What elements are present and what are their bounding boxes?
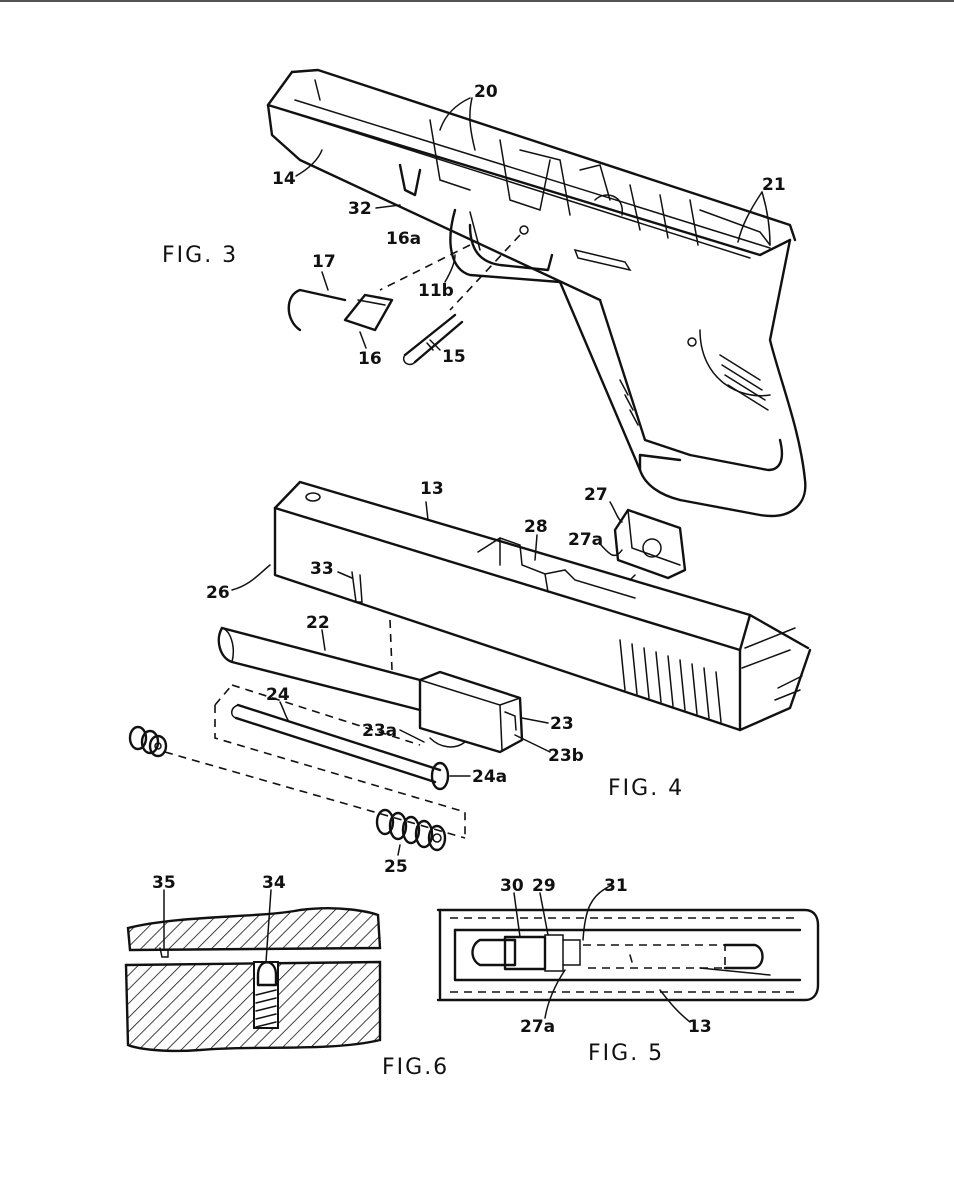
label-29: 29 — [532, 876, 556, 896]
caption-fig5: FIG. 5 — [588, 1041, 664, 1066]
label-22: 22 — [306, 613, 330, 633]
label-28: 28 — [524, 517, 548, 537]
label-26: 26 — [206, 583, 230, 603]
label-14: 14 — [272, 169, 296, 189]
fig4-slide-drawing — [128, 480, 812, 852]
label-25: 25 — [384, 857, 408, 877]
label-23b: 23b — [548, 746, 584, 766]
label-15: 15 — [442, 347, 466, 367]
caption-fig4: FIG. 4 — [608, 776, 684, 801]
label-34: 34 — [262, 873, 286, 893]
fig5-section-drawing — [436, 908, 820, 1002]
label-27: 27 — [584, 485, 608, 505]
label-11b: 11b — [418, 281, 454, 301]
label-30: 30 — [500, 876, 524, 896]
label-27a-bottom: 27a — [520, 1017, 555, 1037]
label-24: 24 — [266, 685, 290, 705]
caption-fig3: FIG. 3 — [162, 243, 238, 268]
label-35: 35 — [152, 873, 176, 893]
label-23: 23 — [550, 714, 574, 734]
label-24a: 24a — [472, 767, 507, 787]
label-33: 33 — [310, 559, 334, 579]
label-13-bottom: 13 — [688, 1017, 712, 1037]
reference-labels: 20 14 21 32 16a 17 11b 16 15 13 27 28 27… — [152, 82, 786, 1037]
label-17: 17 — [312, 252, 336, 272]
label-21: 21 — [762, 175, 786, 195]
leader-lines — [163, 97, 771, 1023]
figure-captions: FIG. 3 FIG. 4 FIG. 5 FIG.6 — [162, 243, 684, 1080]
label-16: 16 — [358, 349, 382, 369]
fig3-frame-drawing — [266, 68, 807, 518]
label-16a: 16a — [386, 229, 421, 249]
label-31: 31 — [604, 876, 628, 896]
page-top-rule — [0, 0, 954, 2]
caption-fig6: FIG.6 — [382, 1055, 449, 1080]
label-23a: 23a — [362, 721, 397, 741]
label-27a-top: 27a — [568, 530, 603, 550]
fig6-section-drawing — [124, 907, 382, 1053]
label-13-top: 13 — [420, 479, 444, 499]
label-20: 20 — [474, 82, 498, 102]
label-32: 32 — [348, 199, 372, 219]
